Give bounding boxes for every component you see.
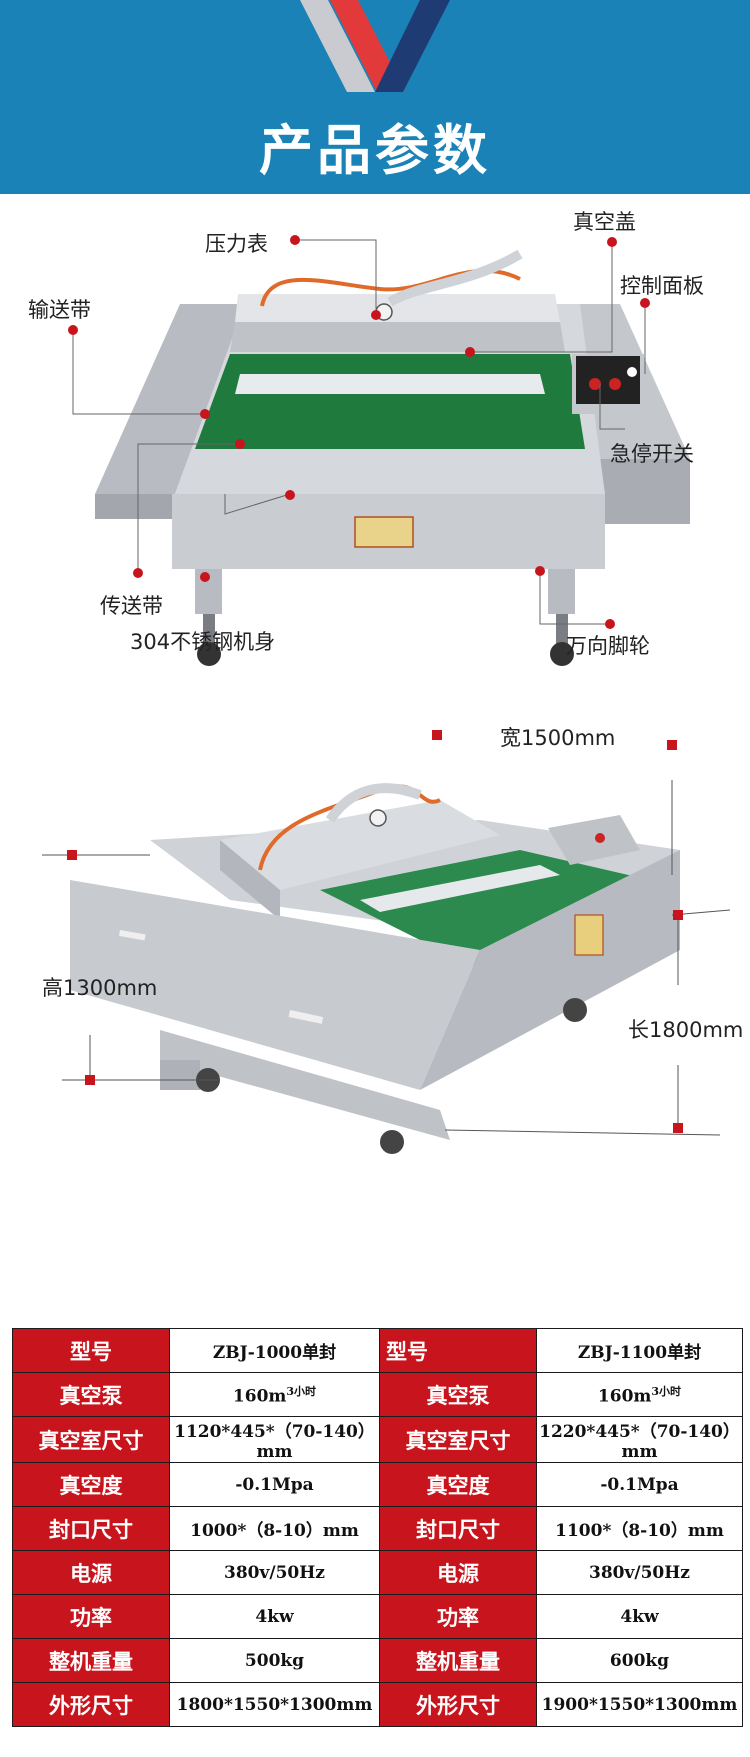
spec-label: 真空度	[12, 1462, 170, 1507]
spec-value: 380v/50Hz	[536, 1550, 743, 1595]
spec-value: 1800*1550*1300mm	[169, 1682, 380, 1727]
spec-value: 4kw	[169, 1594, 380, 1639]
spec-label: 型号	[379, 1328, 537, 1373]
dimension-marker	[673, 1123, 683, 1133]
callout-pressure-gauge: 压力表	[205, 232, 268, 256]
callout-casters: 万向脚轮	[566, 634, 650, 658]
table-row: 电源 380v/50Hz 电源 380v/50Hz	[12, 1550, 743, 1595]
callout-dot	[285, 490, 295, 500]
table-row: 外形尺寸 1800*1550*1300mm 外形尺寸 1900*1550*130…	[12, 1682, 743, 1727]
spec-label: 真空室尺寸	[12, 1416, 170, 1463]
callout-body-material: 304不锈钢机身	[130, 630, 276, 654]
spec-value: 500kg	[169, 1638, 380, 1683]
spec-table: 型号 ZBJ-1000单封 型号 ZBJ-1100单封 真空泵 160m3小时 …	[12, 1328, 743, 1727]
callout-dot	[605, 619, 615, 629]
machine-callout-photo: 压力表 真空盖 控制面板 输送带 急停开关 传送带 304不锈钢机身 万向脚轮	[0, 194, 750, 754]
spec-label: 整机重量	[379, 1638, 537, 1683]
callout-dot	[200, 572, 210, 582]
spec-label: 真空室尺寸	[379, 1416, 537, 1463]
spec-label: 真空度	[379, 1462, 537, 1507]
header-banner: 产品参数	[0, 0, 750, 194]
dimension-marker	[67, 850, 77, 860]
spec-value: ZBJ-1000单封	[169, 1328, 380, 1373]
spec-value: 600kg	[536, 1638, 743, 1683]
table-row: 型号 ZBJ-1000单封 型号 ZBJ-1100单封	[12, 1328, 743, 1373]
spec-value-sup: 3小时	[286, 1384, 317, 1398]
callout-dot	[371, 310, 381, 320]
table-row: 真空室尺寸 1120*445*（70-140）mm 真空室尺寸 1220*445…	[12, 1416, 743, 1463]
table-row: 功率 4kw 功率 4kw	[12, 1594, 743, 1639]
dimension-marker	[667, 740, 677, 750]
spec-label: 型号	[12, 1328, 170, 1373]
table-row: 真空度 -0.1Mpa 真空度 -0.1Mpa	[12, 1462, 743, 1507]
table-row: 封口尺寸 1000*（8-10）mm 封口尺寸 1100*（8-10）mm	[12, 1506, 743, 1551]
callout-dot	[235, 439, 245, 449]
spec-value-text: 160m	[232, 1386, 287, 1407]
table-row: 整机重量 500kg 整机重量 600kg	[12, 1638, 743, 1683]
spec-value: -0.1Mpa	[169, 1462, 380, 1507]
callout-dot	[535, 566, 545, 576]
spec-label: 功率	[379, 1594, 537, 1639]
dimension-marker	[432, 730, 442, 740]
callout-dot	[640, 298, 650, 308]
spec-value-sup: 3小时	[651, 1384, 682, 1398]
spec-value: 1120*445*（70-140）mm	[169, 1416, 380, 1463]
spec-label: 外形尺寸	[12, 1682, 170, 1727]
spec-value: 160m3小时	[169, 1372, 380, 1417]
callout-dot	[290, 235, 300, 245]
callout-dot	[465, 347, 475, 357]
dimension-marker	[673, 910, 683, 920]
dimension-width: 宽1500mm	[500, 726, 616, 750]
callout-emergency-stop: 急停开关	[610, 442, 694, 466]
callout-dot	[607, 237, 617, 247]
spec-value: -0.1Mpa	[536, 1462, 743, 1507]
page-title: 产品参数	[259, 119, 491, 182]
callout-dot	[133, 568, 143, 578]
spec-label: 电源	[379, 1550, 537, 1595]
vacuum-machine-illustration	[72, 239, 690, 666]
callout-dot	[68, 325, 78, 335]
dimension-marker	[85, 1075, 95, 1085]
callout-dot	[200, 409, 210, 419]
spec-label: 真空泵	[12, 1372, 170, 1417]
chevron-logo-icon	[300, 0, 450, 92]
vacuum-machine-angled-illustration	[42, 780, 731, 1154]
callout-transmission-belt: 传送带	[100, 594, 163, 618]
spec-label: 真空泵	[379, 1372, 537, 1417]
table-row: 真空泵 160m3小时 真空泵 160m3小时	[12, 1372, 743, 1417]
spec-value: 1900*1550*1300mm	[536, 1682, 743, 1727]
dimension-height: 高1300mm	[42, 976, 158, 1000]
spec-label: 封口尺寸	[379, 1506, 537, 1551]
spec-value: 1220*445*（70-140）mm	[536, 1416, 743, 1463]
spec-label: 整机重量	[12, 1638, 170, 1683]
spec-value: 1100*（8-10）mm	[536, 1506, 743, 1551]
callout-conveyor-belt: 输送带	[28, 298, 91, 322]
spec-label: 功率	[12, 1594, 170, 1639]
spec-label: 电源	[12, 1550, 170, 1595]
spec-value: 1000*（8-10）mm	[169, 1506, 380, 1551]
spec-value: 4kw	[536, 1594, 743, 1639]
spec-value: 160m3小时	[536, 1372, 743, 1417]
spec-value: ZBJ-1100单封	[536, 1328, 743, 1373]
callout-vacuum-lid: 真空盖	[573, 210, 636, 234]
spec-value: 380v/50Hz	[169, 1550, 380, 1595]
callout-control-panel: 控制面板	[620, 274, 704, 298]
spec-value-text: 160m	[597, 1386, 652, 1407]
spec-label: 封口尺寸	[12, 1506, 170, 1551]
spec-label: 外形尺寸	[379, 1682, 537, 1727]
dimension-length: 长1800mm	[628, 1018, 744, 1042]
machine-dimension-photo: 宽1500mm 高1300mm 长1800mm	[0, 726, 750, 1300]
